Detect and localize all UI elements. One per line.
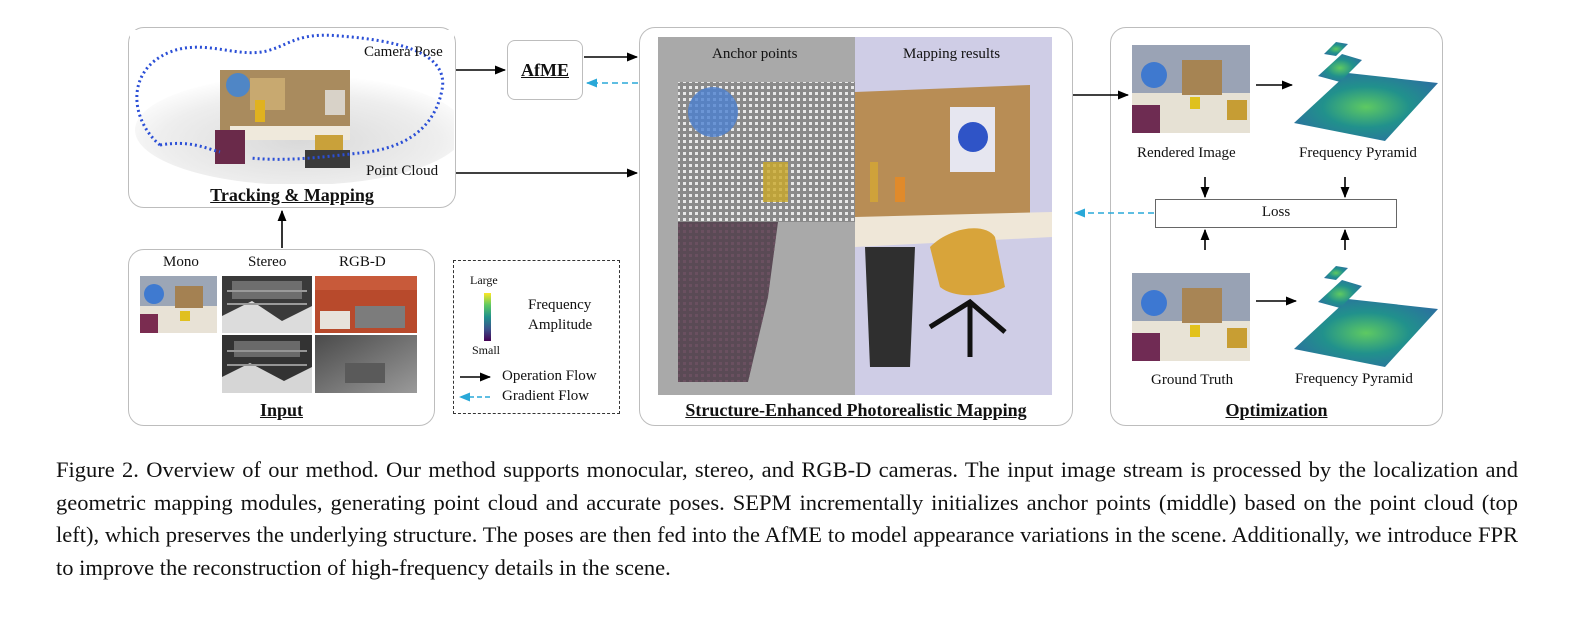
- mapping-results-label: Mapping results: [903, 46, 1001, 62]
- mono-label: Mono: [163, 254, 199, 270]
- rgbd-label: RGB-D: [339, 254, 386, 270]
- stereo-label: Stereo: [248, 254, 287, 270]
- flow-arrows: [277, 52, 1350, 402]
- stereo-right-image: [222, 335, 312, 393]
- operation-flow-label: Operation Flow: [502, 368, 597, 384]
- freq-pyramid-bottom-label: Frequency Pyramid: [1295, 371, 1413, 387]
- afme-label: AfME: [521, 60, 569, 80]
- stereo-left-image: [222, 276, 312, 333]
- point-cloud-image: [130, 30, 454, 184]
- gradient-flow-label: Gradient Flow: [502, 388, 590, 404]
- tracking-mapping-title: Tracking & Mapping: [210, 185, 374, 205]
- afme-box: [507, 40, 583, 100]
- input-title: Input: [259, 400, 304, 420]
- legend-box: [453, 260, 620, 414]
- rendered-image: [1132, 45, 1250, 133]
- figure-caption: Figure 2. Overview of our method. Our me…: [56, 457, 1518, 580]
- camera-pose-label: Camera Pose: [364, 44, 443, 60]
- point-cloud-label: Point Cloud: [366, 163, 439, 179]
- freq-pyramid-top-label: Frequency Pyramid: [1299, 145, 1417, 161]
- frequency-colorbar: [484, 293, 491, 341]
- ground-truth-image: [1132, 273, 1250, 361]
- mapping-results-image: [855, 37, 1052, 395]
- rgbd-depth-image: [315, 335, 417, 393]
- anchor-points-image: [658, 37, 855, 395]
- legend-frequency-label: Frequency: [528, 297, 592, 313]
- rgbd-color-image: [315, 276, 417, 333]
- sepm-title: Structure-Enhanced Photorealistic Mappin…: [685, 400, 1027, 420]
- anchor-points-label: Anchor points: [712, 46, 798, 62]
- legend-amplitude-label: Amplitude: [528, 317, 593, 333]
- legend-large-label: Large: [470, 273, 498, 287]
- mono-image: [140, 276, 217, 333]
- loss-label: Loss: [1261, 204, 1291, 220]
- frequency-pyramid-top: [1290, 38, 1440, 143]
- rendered-image-label: Rendered Image: [1137, 145, 1236, 161]
- ground-truth-label: Ground Truth: [1151, 372, 1234, 388]
- legend-small-label: Small: [472, 343, 501, 357]
- frequency-pyramid-bottom: [1290, 262, 1440, 369]
- loss-box: [1155, 199, 1397, 228]
- optimization-title: Optimization: [1225, 400, 1328, 420]
